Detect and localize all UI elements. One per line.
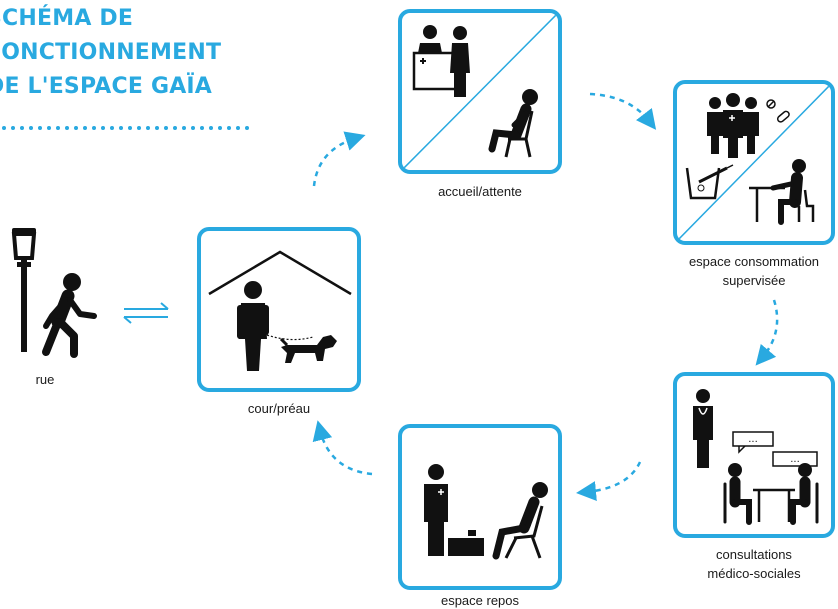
pill-icon	[766, 99, 790, 123]
patient-seated-icon	[723, 463, 752, 525]
arrow-consult-to-repos	[576, 461, 642, 502]
visitor-icon	[450, 26, 470, 97]
node-label-repos: espace repos	[440, 593, 520, 608]
doctor-icon	[693, 389, 713, 468]
node-label-rue: rue	[35, 372, 55, 387]
receptionist-icon	[418, 25, 442, 53]
title-line-1: SCHÉMA DE	[0, 6, 134, 31]
arrow-cour-to-accueil	[312, 131, 366, 187]
staff-member-icon	[424, 464, 448, 556]
cour-pictogram	[208, 250, 352, 371]
leash-line	[266, 334, 314, 341]
title-dotted-underline	[2, 126, 249, 130]
coffee-table-icon	[448, 530, 484, 556]
node-consult: ... ...	[673, 372, 835, 538]
armchair-icon	[504, 505, 544, 559]
dog-icon	[279, 335, 337, 363]
node-label-conso-line1: espace consommation	[688, 254, 820, 269]
chair-icon	[504, 110, 534, 158]
conso-pictogram	[677, 84, 831, 241]
arrow-accueil-to-conso	[589, 92, 657, 130]
syringe-disposal-icon	[685, 164, 734, 200]
node-label-consult-line2: médico-sociales	[707, 566, 801, 581]
walking-person-icon	[42, 273, 97, 358]
consultation-table-icon	[753, 488, 795, 522]
node-accueil	[398, 9, 562, 174]
node-label-accueil: accueil/attente	[438, 184, 522, 199]
table-icon	[749, 186, 815, 222]
node-repos	[398, 424, 562, 590]
arrow-conso-to-consult	[755, 299, 779, 366]
svg-text:...: ...	[748, 434, 758, 445]
node-label-conso-line2: supervisée	[722, 273, 786, 288]
node-label-cour: cour/préau	[247, 401, 311, 416]
svg-text:...: ...	[790, 454, 800, 465]
consumer-seated-icon	[770, 159, 806, 225]
seated-person-icon	[488, 89, 538, 153]
node-cour	[197, 227, 361, 392]
rue-pictogram	[11, 228, 97, 358]
arrow-repos-to-cour	[312, 420, 373, 476]
street-lamp-icon	[11, 228, 37, 352]
title-line-3: DE L'ESPACE GAÏA	[0, 74, 213, 99]
title-line-2: FONCTIONNEMENT	[0, 40, 222, 65]
accueil-pictogram	[402, 13, 558, 170]
person-icon	[237, 281, 269, 371]
consult-pictogram: ... ...	[693, 389, 819, 525]
repos-pictogram	[424, 464, 548, 560]
resting-person-icon	[492, 482, 548, 560]
staff-group-icon	[707, 93, 759, 158]
roof-icon	[208, 250, 352, 296]
node-conso	[673, 80, 835, 245]
bidirectional-arrow-icon	[123, 302, 169, 324]
counselor-seated-icon	[790, 463, 819, 525]
node-label-consult-line1: consultations	[716, 547, 792, 562]
